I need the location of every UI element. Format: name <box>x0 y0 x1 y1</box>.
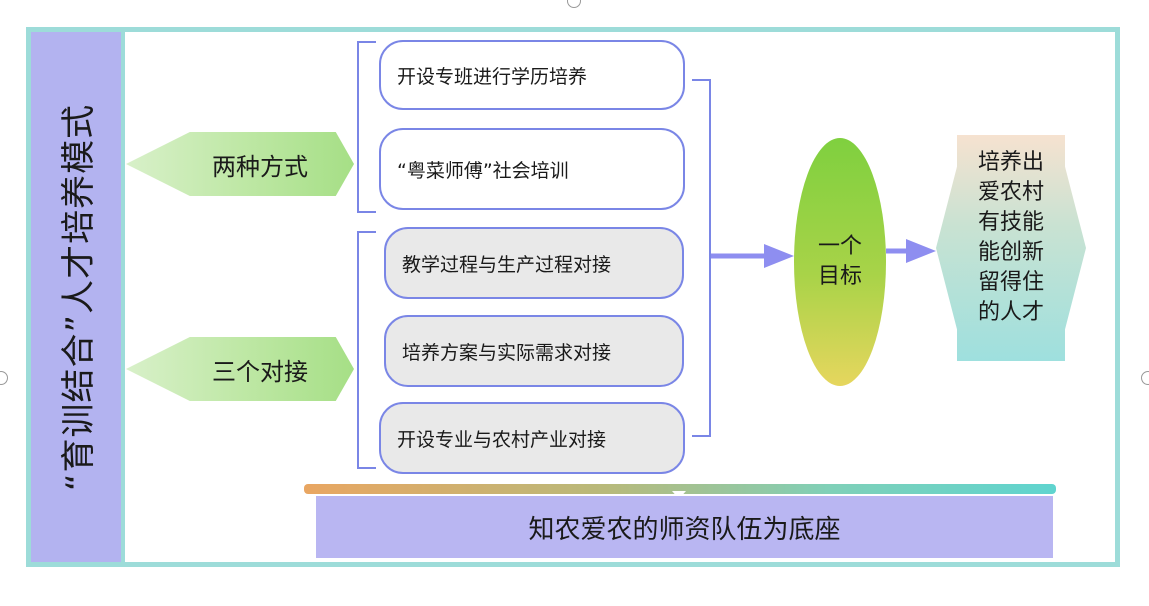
foundation-bracket-notch <box>672 491 686 499</box>
connection-major-industry: 开设专业与农村产业对接 <box>379 402 685 474</box>
goal-line-2: 目标 <box>817 264 862 289</box>
sidebar: “育训结合”人才培养模式 <box>31 32 125 562</box>
connection-label: 教学过程与生产过程对接 <box>402 253 612 276</box>
connection-plan-demand: 培养方案与实际需求对接 <box>384 315 684 387</box>
connection-teaching-production: 教学过程与生产过程对接 <box>384 227 684 299</box>
method-label: 开设专班进行学历培养 <box>397 65 588 88</box>
bracket-right <box>692 79 711 437</box>
result-text: 培养出 爱农村 有技能 能创新 留得住 的人才 <box>936 148 1086 328</box>
result-line: 的人才 <box>977 300 1044 325</box>
result-line: 爱农村 <box>977 180 1044 205</box>
goal-oval: 一个 目标 <box>794 138 886 386</box>
goal-line-1: 一个 <box>817 234 862 259</box>
result-line: 留得住 <box>977 270 1044 295</box>
method-social-training: “粤菜师傅”社会培训 <box>379 128 685 210</box>
result-line: 有技能 <box>977 210 1044 235</box>
approach-label: 三个对接 <box>212 357 308 386</box>
right-edge-handle <box>1141 371 1149 385</box>
result-shape <box>936 135 1086 361</box>
bracket-left-top <box>357 41 376 213</box>
bracket-left-bottom <box>357 231 376 469</box>
method-label: “粤菜师傅”社会培训 <box>397 159 569 182</box>
foundation-label: 知农爱农的师资队伍为底座 <box>528 514 841 545</box>
result-line: 能创新 <box>977 240 1044 265</box>
method-degree-class: 开设专班进行学历培养 <box>379 40 685 110</box>
foundation-banner: 知农爱农的师资队伍为底座 <box>316 496 1053 558</box>
foundation-bracket-bar <box>304 484 1056 494</box>
result-line: 培养出 <box>977 150 1044 175</box>
connection-label: 培养方案与实际需求对接 <box>402 341 612 364</box>
arrow-to-goal-head <box>764 244 794 268</box>
arrow-to-result-head <box>906 239 936 263</box>
connection-label: 开设专业与农村产业对接 <box>397 428 607 451</box>
approach-label: 两种方式 <box>212 152 308 181</box>
